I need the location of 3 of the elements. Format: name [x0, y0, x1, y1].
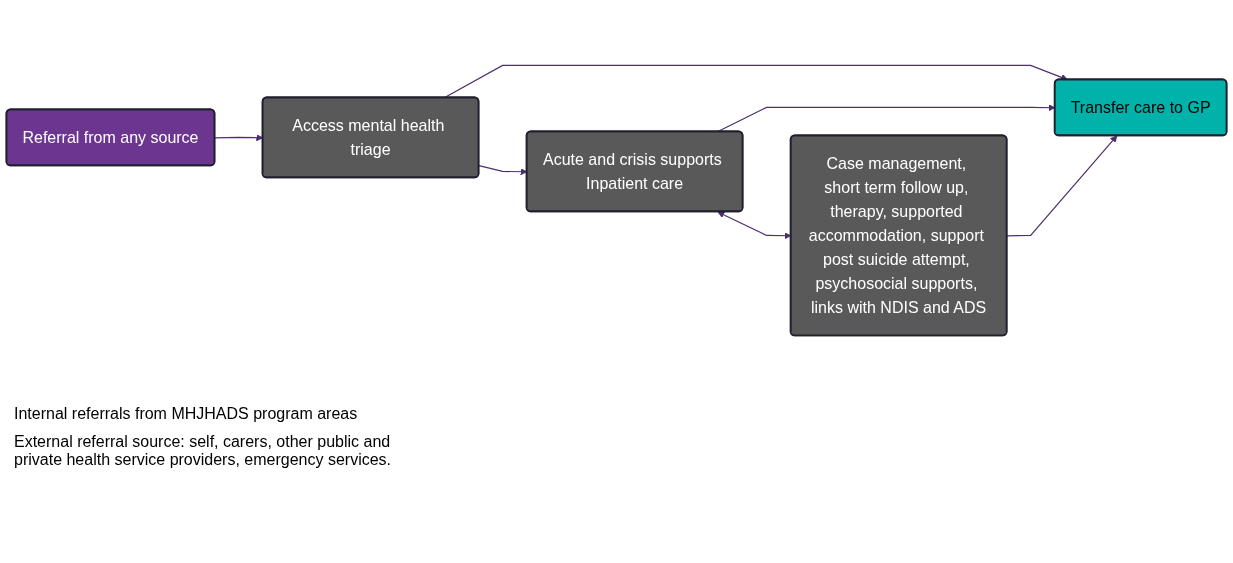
note-text: Internal referrals from MHJHADS program areas	[14, 405, 359, 423]
arrow	[1006, 135, 1118, 236]
note-text: External referral source: self, carers, other public and private health service providers, emergency services.	[14, 433, 393, 469]
